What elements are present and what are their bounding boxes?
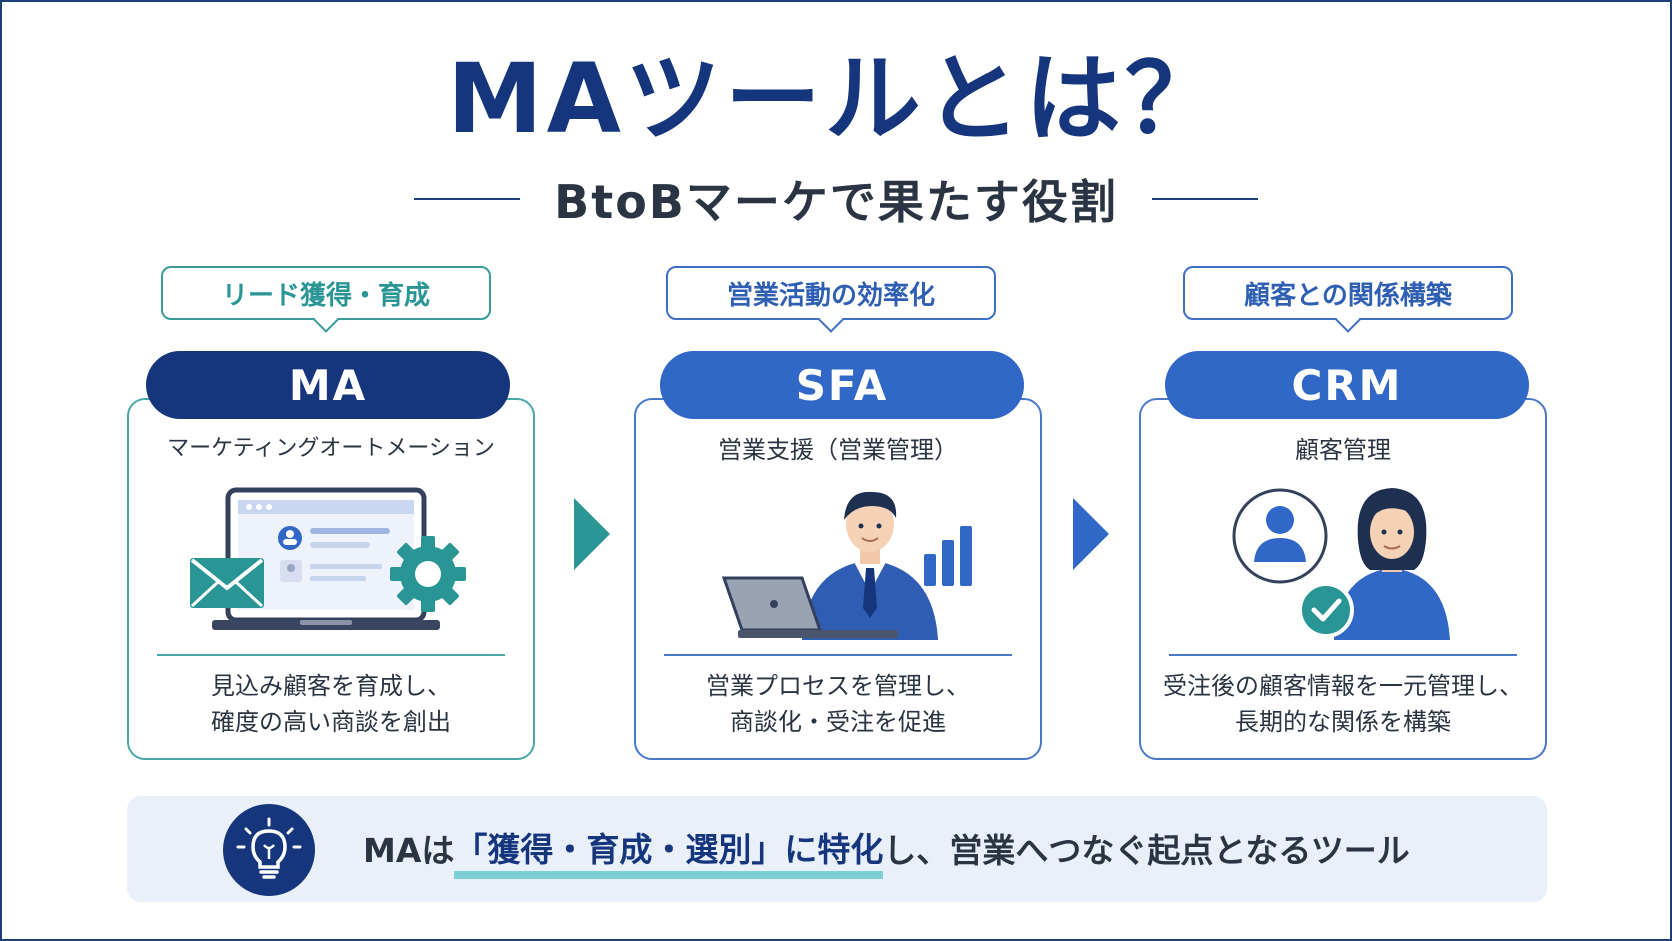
tag-sfa-label: 営業活動の効率化 — [726, 280, 935, 311]
summary-banner: MAは 「獲得・育成・選別」に特化 し、営業へつなぐ起点となるツール — [127, 796, 1547, 902]
card-crm-desc-line1: 受注後の顧客情報を一元管理し、 — [1163, 672, 1523, 700]
card-ma-desc-line2: 確度の高い商談を創出 — [211, 708, 451, 736]
arrow-right-icon — [1073, 498, 1109, 570]
profile-card-icon — [278, 526, 390, 582]
woman-icon — [1334, 488, 1450, 640]
card-ma-desc-line1: 見込み顧客を育成し、 — [211, 672, 451, 700]
card-sfa-subtitle: 営業支援（営業管理） — [718, 436, 958, 464]
tag-ma: リード獲得・育成 — [161, 266, 491, 333]
tag-crm: 顧客との関係構築 — [1183, 266, 1513, 333]
subtitle-row: BtoBマーケで果たす役割 — [2, 167, 1670, 231]
card-crm-divider — [1169, 654, 1517, 656]
pill-sfa: SFA — [660, 351, 1024, 419]
user-circle-icon — [1232, 488, 1328, 584]
email-icon — [190, 558, 264, 608]
summary-prefix: MAは — [363, 831, 455, 870]
subtitle-line-left — [414, 198, 521, 200]
summary-suffix: し、営業へつなぐ起点となるツール — [883, 831, 1410, 870]
card-crm-subtitle: 顧客管理 — [1295, 436, 1391, 464]
pill-ma: MA — [146, 351, 510, 419]
page-subtitle: BtoBマーケで果たす役割 — [554, 175, 1118, 229]
salesperson-icon — [802, 491, 938, 640]
page-title: MAツールとは？ — [447, 43, 1225, 155]
card-crm-description: 受注後の顧客情報を一元管理し、 長期的な関係を構築 — [1139, 668, 1547, 740]
summary-text: MAは 「獲得・育成・選別」に特化 し、営業へつなぐ起点となるツール — [363, 820, 1410, 879]
card-ma-description: 見込み顧客を育成し、 確度の高い商談を創出 — [127, 668, 535, 740]
sfa-illustration — [721, 491, 972, 640]
tag-sfa: 営業活動の効率化 — [666, 266, 996, 333]
summary-highlight: 「獲得・育成・選別」に特化 — [454, 823, 884, 879]
card-sfa-desc-line1: 営業プロセスを管理し、 — [706, 672, 970, 700]
card-ma-subtitle: マーケティングオートメーション — [167, 436, 495, 461]
tag-crm-label: 顧客との関係構築 — [1244, 280, 1452, 311]
card-ma-divider — [157, 654, 505, 656]
arrow-right-icon — [574, 498, 610, 570]
card-crm-desc-line2: 長期的な関係を構築 — [1235, 708, 1451, 736]
lightbulb-icon-svg — [236, 817, 302, 879]
tag-ma-label: リード獲得・育成 — [221, 280, 430, 311]
card-crm — [1139, 398, 1547, 760]
card-sfa-description: 営業プロセスを管理し、 商談化・受注を促進 — [634, 668, 1042, 740]
crm-illustration — [1232, 488, 1450, 640]
bar-chart-icon — [924, 526, 972, 586]
card-sfa-desc-line2: 商談化・受注を促進 — [730, 708, 946, 736]
laptop-icon — [721, 576, 898, 638]
lightbulb-icon — [223, 804, 315, 896]
check-badge-icon — [1298, 582, 1354, 638]
subtitle-line-right — [1151, 198, 1258, 200]
laptop-icon — [212, 487, 440, 630]
gear-icon — [390, 536, 466, 612]
card-sfa-divider — [664, 654, 1012, 656]
ma-illustration — [190, 487, 466, 630]
pill-crm: CRM — [1165, 351, 1529, 419]
